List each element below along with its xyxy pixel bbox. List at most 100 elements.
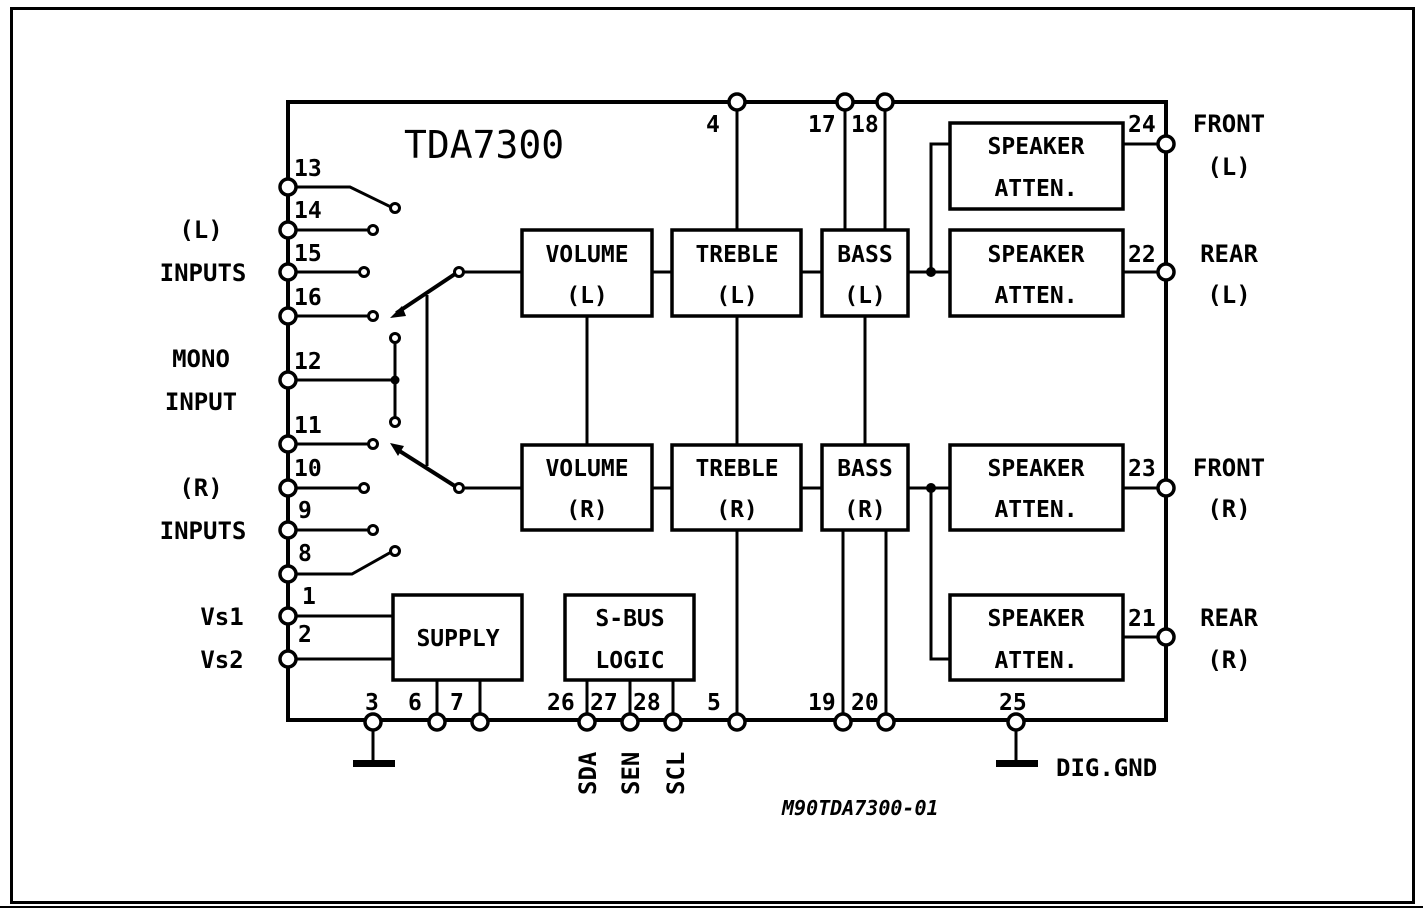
pin-12 <box>278 370 298 390</box>
pin-number-2: 2 <box>298 622 312 648</box>
pin-18 <box>875 92 895 112</box>
block-volume-r: VOLUME (R) <box>520 443 654 532</box>
pin-number-18: 18 <box>851 112 879 138</box>
pin-number-16: 16 <box>294 285 322 311</box>
label-front-l-channel: (L) <box>1207 153 1250 181</box>
ground-symbol <box>353 760 395 767</box>
selector-arrow-l <box>390 306 406 318</box>
external-labels: (L) INPUTS MONO INPUT (R) INPUTS Vs1 Vs2… <box>160 110 1265 820</box>
block-volume-l: VOLUME (L) <box>520 228 654 318</box>
pin-number-19: 19 <box>808 690 836 716</box>
chip-title: TDA7300 <box>404 123 564 167</box>
pin-15 <box>278 262 298 282</box>
pin-13 <box>278 177 298 197</box>
svg-text:ATTEN.: ATTEN. <box>994 283 1077 309</box>
input-selector-wiring <box>288 185 522 576</box>
dig-gnd-symbol <box>996 760 1038 767</box>
pin-1 <box>278 606 298 626</box>
svg-text:TREBLE: TREBLE <box>695 242 778 268</box>
label-r-inputs-channel: (R) <box>179 474 222 502</box>
block-supply: SUPPLY <box>391 593 524 682</box>
pin-number-26: 26 <box>547 690 575 716</box>
pin-number-5: 5 <box>707 690 721 716</box>
svg-text:(R): (R) <box>716 497 758 523</box>
pin-number-12: 12 <box>294 349 322 375</box>
pin-number-1: 1 <box>302 584 316 610</box>
block-sbus-logic: S-BUS LOGIC <box>563 593 696 682</box>
label-sda: SDA <box>574 751 602 795</box>
svg-text:ATTEN.: ATTEN. <box>994 648 1077 674</box>
pin-4 <box>727 92 747 112</box>
svg-text:SUPPLY: SUPPLY <box>416 626 499 652</box>
contact-8 <box>389 545 401 557</box>
contact-14 <box>367 224 379 236</box>
block-bass-r: BASS (R) <box>820 443 910 532</box>
pin-number-17: 17 <box>808 112 836 138</box>
pin-number-10: 10 <box>294 456 322 482</box>
svg-text:BASS: BASS <box>837 242 892 268</box>
svg-text:(L): (L) <box>844 283 886 309</box>
pin-number-7: 7 <box>450 690 464 716</box>
label-vs2: Vs2 <box>200 646 243 674</box>
pin-number-14: 14 <box>294 198 322 224</box>
label-vs1: Vs1 <box>200 603 243 631</box>
junction-bass-l <box>926 267 936 277</box>
svg-text:LOGIC: LOGIC <box>595 648 664 674</box>
pin-number-8: 8 <box>298 541 312 567</box>
pin-14 <box>278 220 298 240</box>
label-dig-gnd: DIG.GND <box>1056 754 1157 782</box>
label-l-inputs: INPUTS <box>160 259 247 287</box>
label-rear-r-channel: (R) <box>1207 646 1250 674</box>
label-front-l: FRONT <box>1193 110 1265 138</box>
svg-text:BASS: BASS <box>837 456 892 482</box>
pin-25 <box>1006 712 1026 732</box>
pin-number-9: 9 <box>298 498 312 524</box>
label-rear-r: REAR <box>1200 604 1258 632</box>
label-l-inputs-channel: (L) <box>179 216 222 244</box>
svg-text:S-BUS: S-BUS <box>595 606 664 632</box>
diagram-frame <box>10 7 1415 904</box>
junction-bass-r <box>926 483 936 493</box>
switch-contacts <box>358 202 465 557</box>
svg-text:ATTEN.: ATTEN. <box>994 176 1077 202</box>
pin-number-15: 15 <box>294 241 322 267</box>
block-speaker-atten-front-l: SPEAKER ATTEN. <box>948 121 1125 211</box>
svg-text:SPEAKER: SPEAKER <box>988 456 1085 482</box>
svg-text:TREBLE: TREBLE <box>695 456 778 482</box>
label-rear-l: REAR <box>1200 240 1258 268</box>
pin-8 <box>278 564 298 584</box>
block-treble-l: TREBLE (L) <box>670 228 803 318</box>
pin-16 <box>278 306 298 326</box>
contact-15 <box>358 266 370 278</box>
selector-arrow-r <box>390 443 404 456</box>
label-scl: SCL <box>662 752 690 795</box>
label-sen: SEN <box>617 752 645 795</box>
chip-outline <box>286 100 1168 722</box>
pin-27 <box>620 712 640 732</box>
label-front-r: FRONT <box>1193 454 1265 482</box>
label-rear-l-channel: (L) <box>1207 281 1250 309</box>
svg-text:(R): (R) <box>566 497 608 523</box>
block-treble-r: TREBLE (R) <box>670 443 803 532</box>
svg-text:SPEAKER: SPEAKER <box>988 606 1085 632</box>
figure-reference-code: M90TDA7300-01 <box>781 796 939 820</box>
pin-number-21: 21 <box>1128 606 1156 632</box>
block-speaker-atten-front-r: SPEAKER ATTEN. <box>948 443 1125 532</box>
pin-22 <box>1156 262 1176 282</box>
block-speaker-atten-rear-r: SPEAKER ATTEN. <box>948 593 1125 682</box>
block-speaker-atten-rear-l: SPEAKER ATTEN. <box>948 228 1125 318</box>
contact-mono-r <box>389 416 401 428</box>
contact-11 <box>367 438 379 450</box>
label-r-inputs: INPUTS <box>160 517 247 545</box>
pin-17 <box>835 92 855 112</box>
pin-number-3: 3 <box>365 690 379 716</box>
pin-5 <box>727 712 747 732</box>
pin-6 <box>427 712 447 732</box>
pin-number-25: 25 <box>999 690 1027 716</box>
svg-text:(L): (L) <box>566 283 608 309</box>
svg-text:SPEAKER: SPEAKER <box>988 134 1085 160</box>
junction-mono <box>390 375 400 385</box>
pin-2 <box>278 649 298 669</box>
label-mono-input: INPUT <box>165 388 237 416</box>
